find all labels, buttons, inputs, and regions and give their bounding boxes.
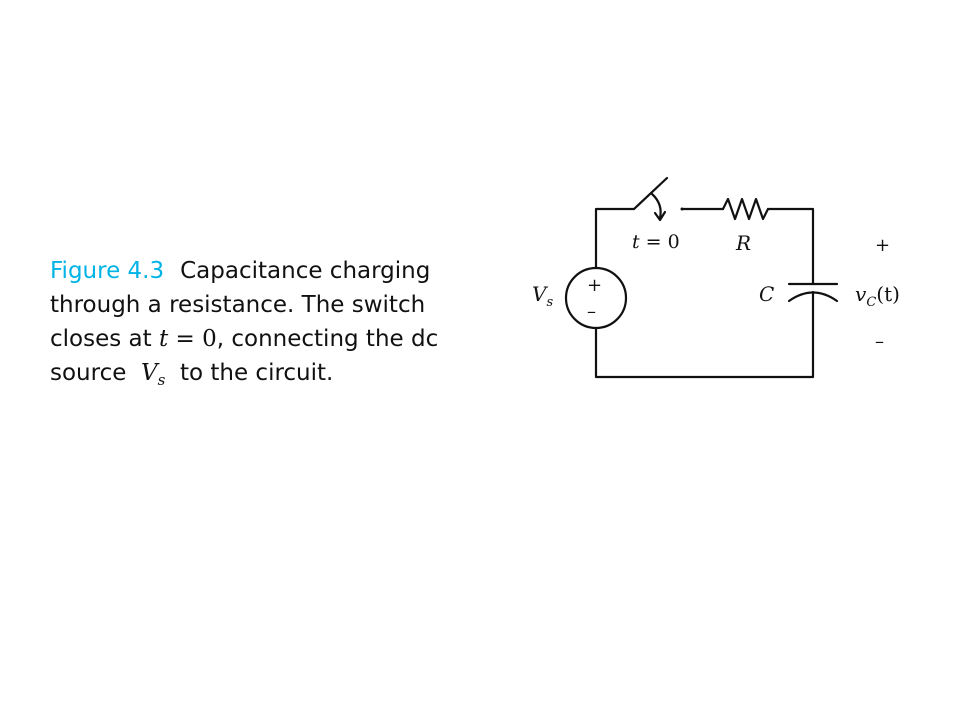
switch-blade	[632, 176, 669, 211]
output-plus-sign: +	[875, 235, 890, 256]
source-plus-sign: +	[587, 275, 602, 296]
resistor-label: R	[735, 231, 751, 255]
source-label: Vs	[532, 282, 553, 310]
wire-bottom	[594, 290, 815, 379]
caption-line-3-pre: closes at	[50, 326, 152, 352]
figure-label: Figure 4.3	[50, 258, 165, 284]
caption-math-vs: Vs	[141, 360, 166, 389]
voltage-source-circle	[564, 266, 628, 330]
wire-top-right	[766, 207, 815, 286]
output-voltage-label: vC(t)	[855, 282, 900, 310]
caption-line-4: source Vs to the circuit.	[50, 356, 480, 397]
figure-caption: Figure 4.3 Capacitance charging through a…	[50, 254, 480, 397]
caption-math-eq: = 0	[168, 326, 217, 352]
output-minus-sign: –	[875, 331, 884, 352]
caption-math-s: s	[157, 371, 166, 389]
caption-line-3-post: , connecting the dc	[216, 326, 439, 352]
caption-line-4-post: to the circuit.	[179, 360, 334, 386]
resistor-zigzag	[721, 197, 770, 221]
switch-contact	[680, 207, 684, 211]
source-minus-sign: –	[587, 301, 596, 322]
switch-arrow-head	[653, 210, 667, 222]
wire-top-left	[594, 207, 636, 270]
switch-arc	[650, 192, 662, 220]
caption-line-1-text: Capacitance charging	[180, 258, 431, 284]
capacitor-label: C	[759, 282, 774, 306]
caption-math-v: V	[141, 360, 158, 386]
caption-line-3: closes at t = 0, connecting the dc	[50, 322, 480, 356]
caption-line-4-pre: source	[50, 360, 127, 386]
switch-label: t = 0	[632, 231, 680, 253]
caption-line-1: Figure 4.3 Capacitance charging	[50, 254, 480, 288]
caption-math-t: t	[158, 326, 169, 352]
caption-line-2: through a resistance. The switch	[50, 292, 426, 318]
